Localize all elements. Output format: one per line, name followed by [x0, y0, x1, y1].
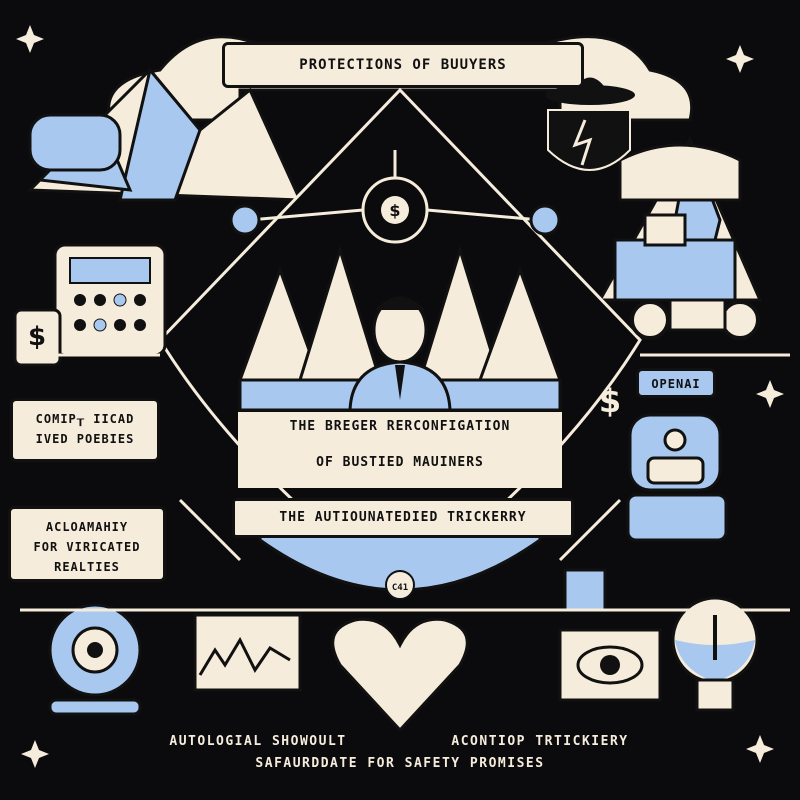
connector-lines: [20, 353, 790, 612]
businessman-figure: [348, 296, 452, 412]
heart-icon: [331, 617, 469, 733]
left-label-1-line2: IVED POEBIES: [35, 432, 135, 446]
left-label-2-line3: REALTIES: [54, 560, 120, 574]
left-mountains: [26, 66, 303, 202]
footer-right-text: ACONTIOP TRTICKIERY: [451, 734, 629, 749]
left-label-1: COMIP┰ IICAD IVED POEBIES: [10, 398, 160, 462]
footer-left-text: AUTOLOGIAL SHOWOULT: [169, 734, 347, 749]
sparkles: [16, 25, 784, 768]
svg-text:$: $: [28, 322, 46, 352]
left-label-2-line1: ACLOAMAHIY: [45, 520, 129, 534]
left-label-2: ACLOAMAHIY FOR VIRICATED REALTIES: [8, 506, 166, 582]
center-banner: THE BREGER RERCONFIGATION OF BUSTIED MAU…: [238, 412, 562, 488]
chip-label: C41: [392, 583, 408, 593]
dollar-icon: $: [229, 150, 561, 244]
svg-text:$: $: [389, 201, 400, 220]
center-banner-line1: THE BREGER RERCONFIGATION: [289, 419, 511, 434]
lower-banner: THE AUTIOUNATEDIED TRICKERRY: [232, 498, 574, 538]
center-banner-line2: OF BUSTIED MAUINERS: [316, 455, 484, 470]
robot-icon: [626, 413, 728, 542]
shield-icon: [545, 77, 635, 171]
left-label-1-line1: COMIP┰ IICAD: [35, 412, 135, 426]
footer-bottom-text: SAFAURDDATE FOR SAFETY PROMISES: [255, 756, 545, 771]
eye-icon: [558, 568, 662, 702]
gear-device-icon: [48, 603, 142, 716]
machine-icon: [613, 213, 760, 340]
calculator-icon: $: [13, 243, 167, 367]
dollar-sign-icon: $: [599, 382, 621, 420]
left-label-2-line2: FOR VIRICATED: [33, 540, 141, 554]
chip: C41: [385, 570, 415, 600]
lightbulb-icon: [671, 596, 759, 712]
top-banner: PROTECTIONS OF BUUYERS: [222, 42, 584, 88]
openai-tag: OPENAI: [636, 368, 716, 398]
monitor-icon: [193, 613, 302, 692]
